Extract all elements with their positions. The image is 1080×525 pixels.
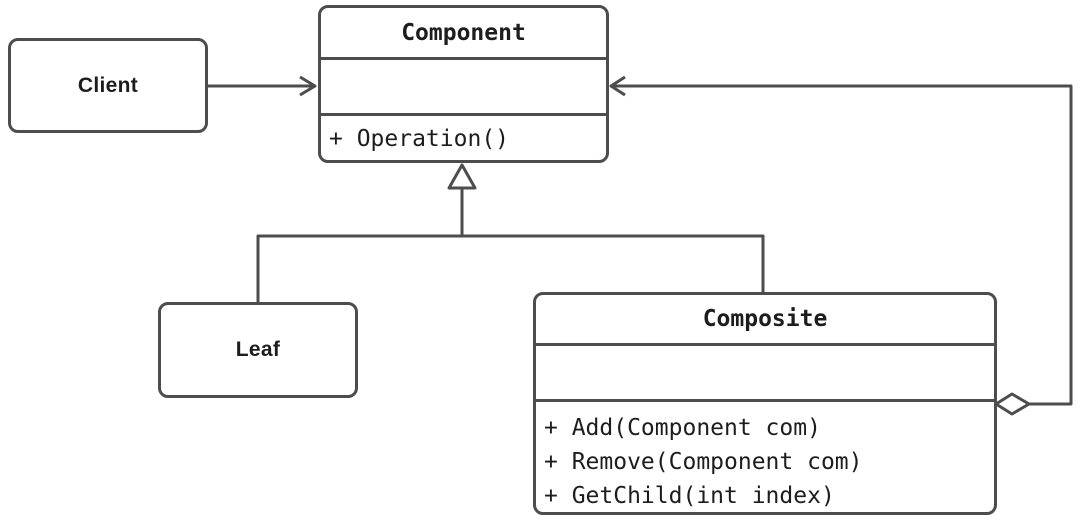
class-name-composite: Composite bbox=[702, 306, 828, 332]
arrowhead-open-left bbox=[609, 75, 626, 97]
class-name-client: Client bbox=[77, 73, 139, 97]
generalization-connector bbox=[256, 163, 765, 302]
method-remove: + Remove(Component com) bbox=[544, 449, 863, 475]
arrowhead-open-right bbox=[299, 75, 317, 97]
class-box-leaf: Leaf bbox=[158, 302, 358, 398]
hollow-triangle-arrowhead bbox=[447, 163, 477, 190]
class-box-client: Client bbox=[8, 38, 208, 133]
class-box-component: Component + Operation() bbox=[318, 5, 609, 163]
class-name-leaf: Leaf bbox=[235, 338, 281, 361]
method-add: + Add(Component com) bbox=[544, 415, 821, 441]
client-component-association bbox=[207, 75, 317, 97]
method-getchild: + GetChild(int index) bbox=[544, 483, 835, 509]
composite-methods-compartment: + Add(Component com) + Remove(Component … bbox=[536, 399, 994, 512]
class-name-component: Component bbox=[401, 19, 526, 46]
component-methods-compartment: + Operation() bbox=[321, 113, 606, 160]
composite-fields-compartment bbox=[536, 343, 994, 399]
method-operation: + Operation() bbox=[329, 126, 510, 152]
open-diamond bbox=[994, 392, 1031, 416]
component-fields-compartment bbox=[321, 57, 606, 113]
class-box-composite: Composite + Add(Component com) + Remove(… bbox=[533, 292, 997, 515]
